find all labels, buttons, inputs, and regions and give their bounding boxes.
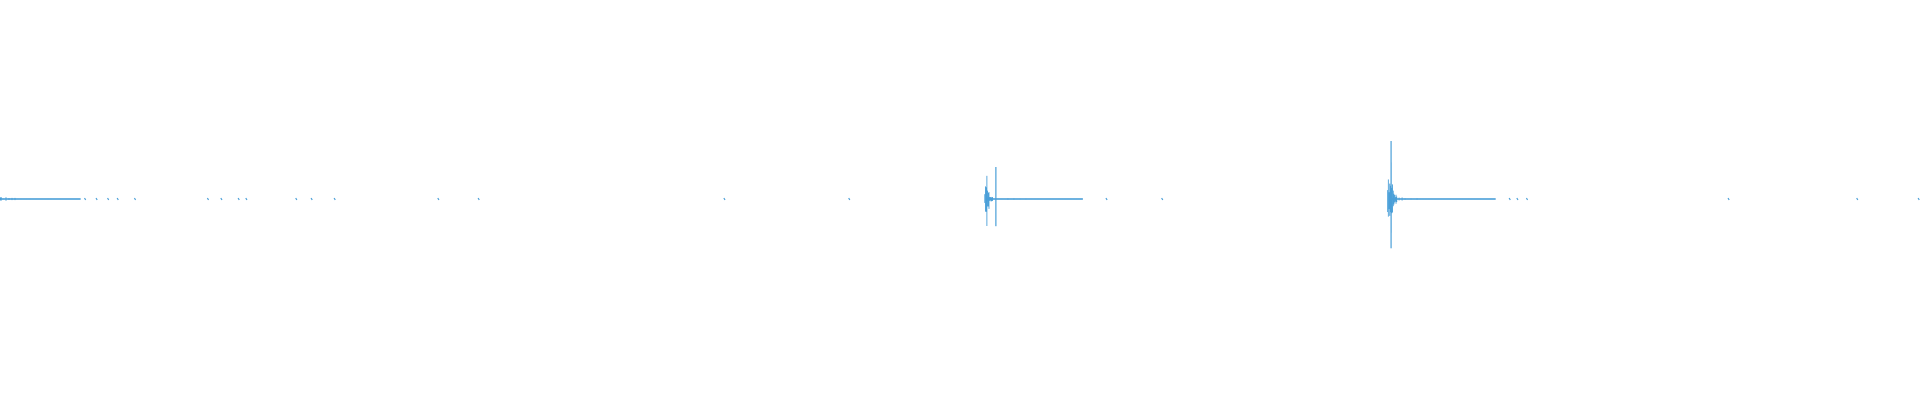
waveform-speck [1525,197,1529,201]
waveform-speck [95,197,98,201]
waveform-speck [848,197,851,201]
waveform-speck [107,197,110,201]
waveform-speck [1508,197,1511,201]
waveform-speck [206,197,210,201]
waveform-tail [1390,198,1496,200]
waveform-speck [1727,197,1730,201]
waveform-event-burst-2 [1387,141,1496,249]
waveform-speck [1917,197,1920,201]
waveform-speck [437,197,440,201]
waveform-speck [1161,197,1164,201]
waveform-event-burst-1 [984,167,1083,227]
waveform-speck [333,197,336,201]
waveform-speck [1856,197,1859,201]
waveform-speck [1105,197,1108,201]
waveform-speck [245,197,248,201]
waveform-speck [220,197,223,201]
waveform-speck [310,197,313,201]
waveform-tail [0,198,81,200]
waveform-speck [477,197,480,201]
waveform-speck [83,197,87,201]
waveform-speck [237,197,240,201]
waveform-speck [723,197,726,201]
waveform-speck [133,197,137,201]
waveform-event-clip-start [0,197,81,201]
waveform-speck [116,197,119,201]
waveform-speck [1516,197,1519,201]
waveform-speck [295,197,298,201]
